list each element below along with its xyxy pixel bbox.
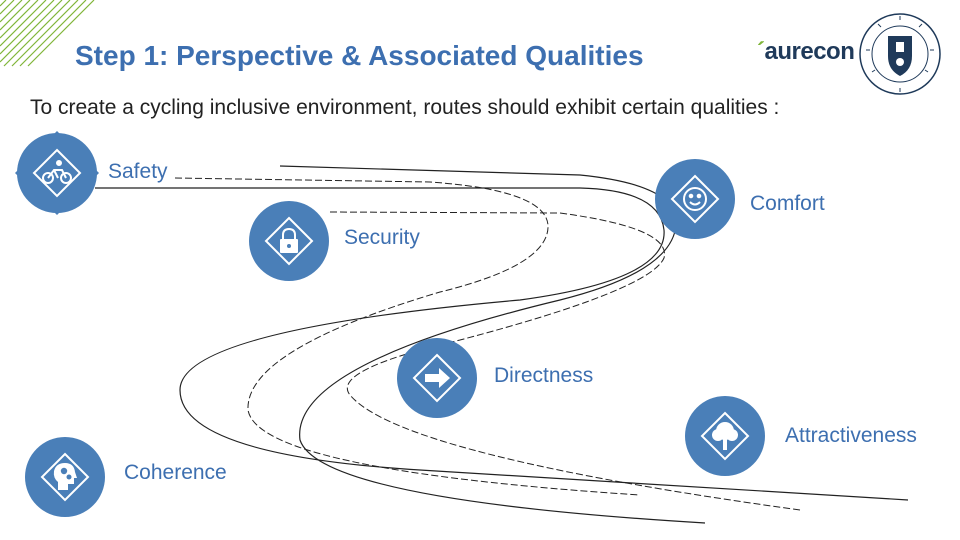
road-edge-solid-outer [95,187,909,501]
cyclist-icon [32,148,82,198]
aurecon-logo: ´aurecon [757,38,855,65]
quality-badge-attractiveness [682,393,768,479]
quality-label-security: Security [344,226,420,249]
quality-label-coherence: Coherence [124,461,227,484]
quality-badge-security [246,198,332,284]
tree-icon [700,411,750,461]
quality-badge-safety [14,130,100,216]
quality-badge-directness [394,335,480,421]
head-gears-icon [40,452,90,502]
quality-label-directness: Directness [494,364,594,387]
slide-subtitle: To create a cycling inclusive environmen… [30,96,780,119]
aurecon-logo-text: aurecon [764,38,855,65]
arrow-right-icon [412,353,462,403]
quality-label-comfort: Comfort [750,192,825,215]
padlock-icon [264,216,314,266]
university-seal-logo [859,13,941,95]
corner-stripes-decoration [0,0,95,67]
quality-label-attractiveness: Attractiveness [785,424,917,447]
quality-badge-comfort [652,156,738,242]
quality-label-safety: Safety [108,160,168,183]
smiley-face-icon [670,174,720,224]
quality-badge-coherence [22,434,108,520]
road-edge-solid-inner [279,165,706,524]
slide-title: Step 1: Perspective & Associated Qualiti… [75,40,644,71]
